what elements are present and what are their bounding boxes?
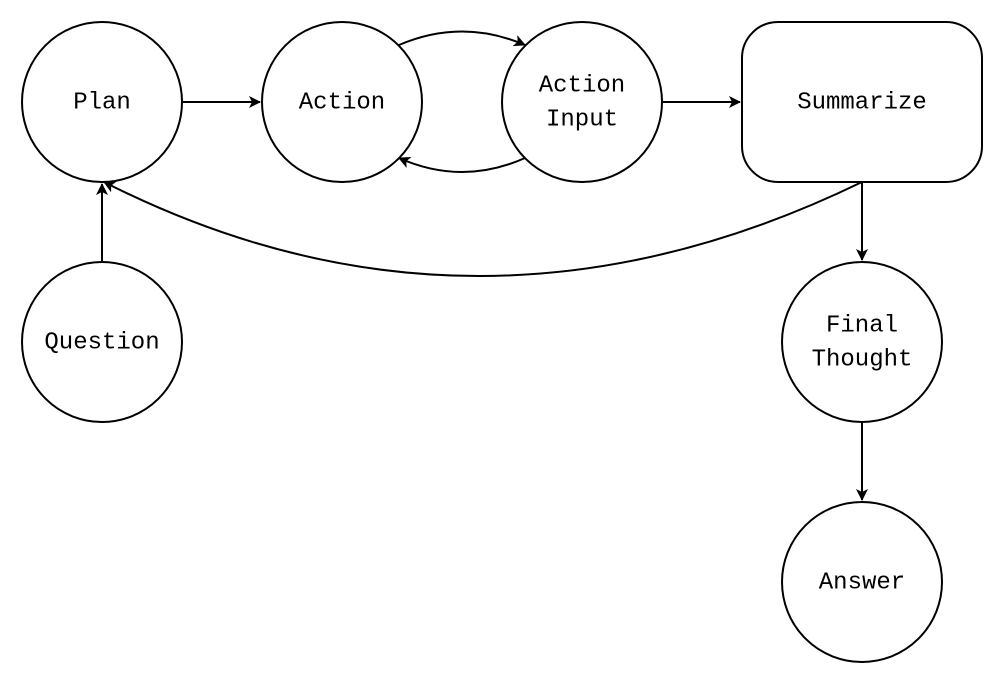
node-final-thought-label-line1: Final: [826, 312, 898, 339]
node-action: Action: [261, 21, 423, 183]
node-action-input-label-line2: Input: [546, 106, 618, 133]
node-action-input: Action Input: [501, 21, 663, 183]
node-plan: Plan: [21, 21, 183, 183]
edge-action-to-action-input: [398, 30, 526, 47]
node-action-label: Action: [299, 89, 385, 116]
node-final-thought-label-line2: Thought: [812, 346, 913, 373]
edge-action-input-to-action: [398, 156, 526, 173]
node-summarize-label: Summarize: [797, 89, 927, 116]
node-summarize: Summarize: [741, 21, 983, 183]
edge-summarize-to-plan: [103, 181, 863, 277]
node-answer-label: Answer: [819, 569, 905, 596]
node-action-input-label-line1: Action: [539, 72, 625, 99]
node-final-thought: Final Thought: [781, 261, 943, 423]
node-question-label: Question: [44, 329, 159, 356]
node-answer: Answer: [781, 501, 943, 663]
node-question: Question: [21, 261, 183, 423]
node-plan-label: Plan: [73, 89, 131, 116]
